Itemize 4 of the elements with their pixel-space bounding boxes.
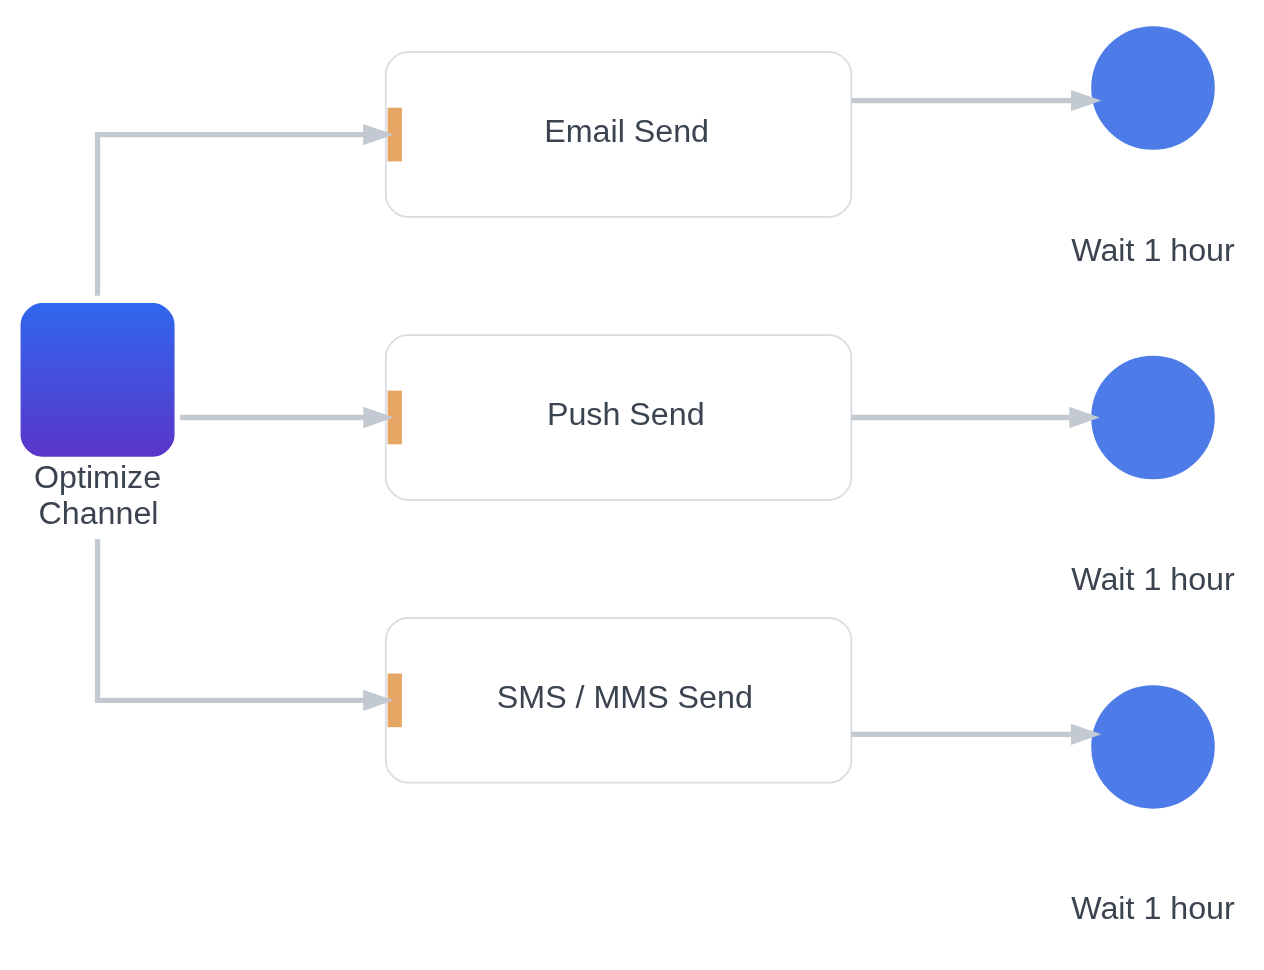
- node-label: Wait 1 hour: [1071, 560, 1235, 597]
- node-label: Optimize Channel: [34, 458, 162, 531]
- node-label: Wait 1 hour: [1071, 231, 1235, 268]
- node-label: Wait 1 hour: [1071, 889, 1235, 926]
